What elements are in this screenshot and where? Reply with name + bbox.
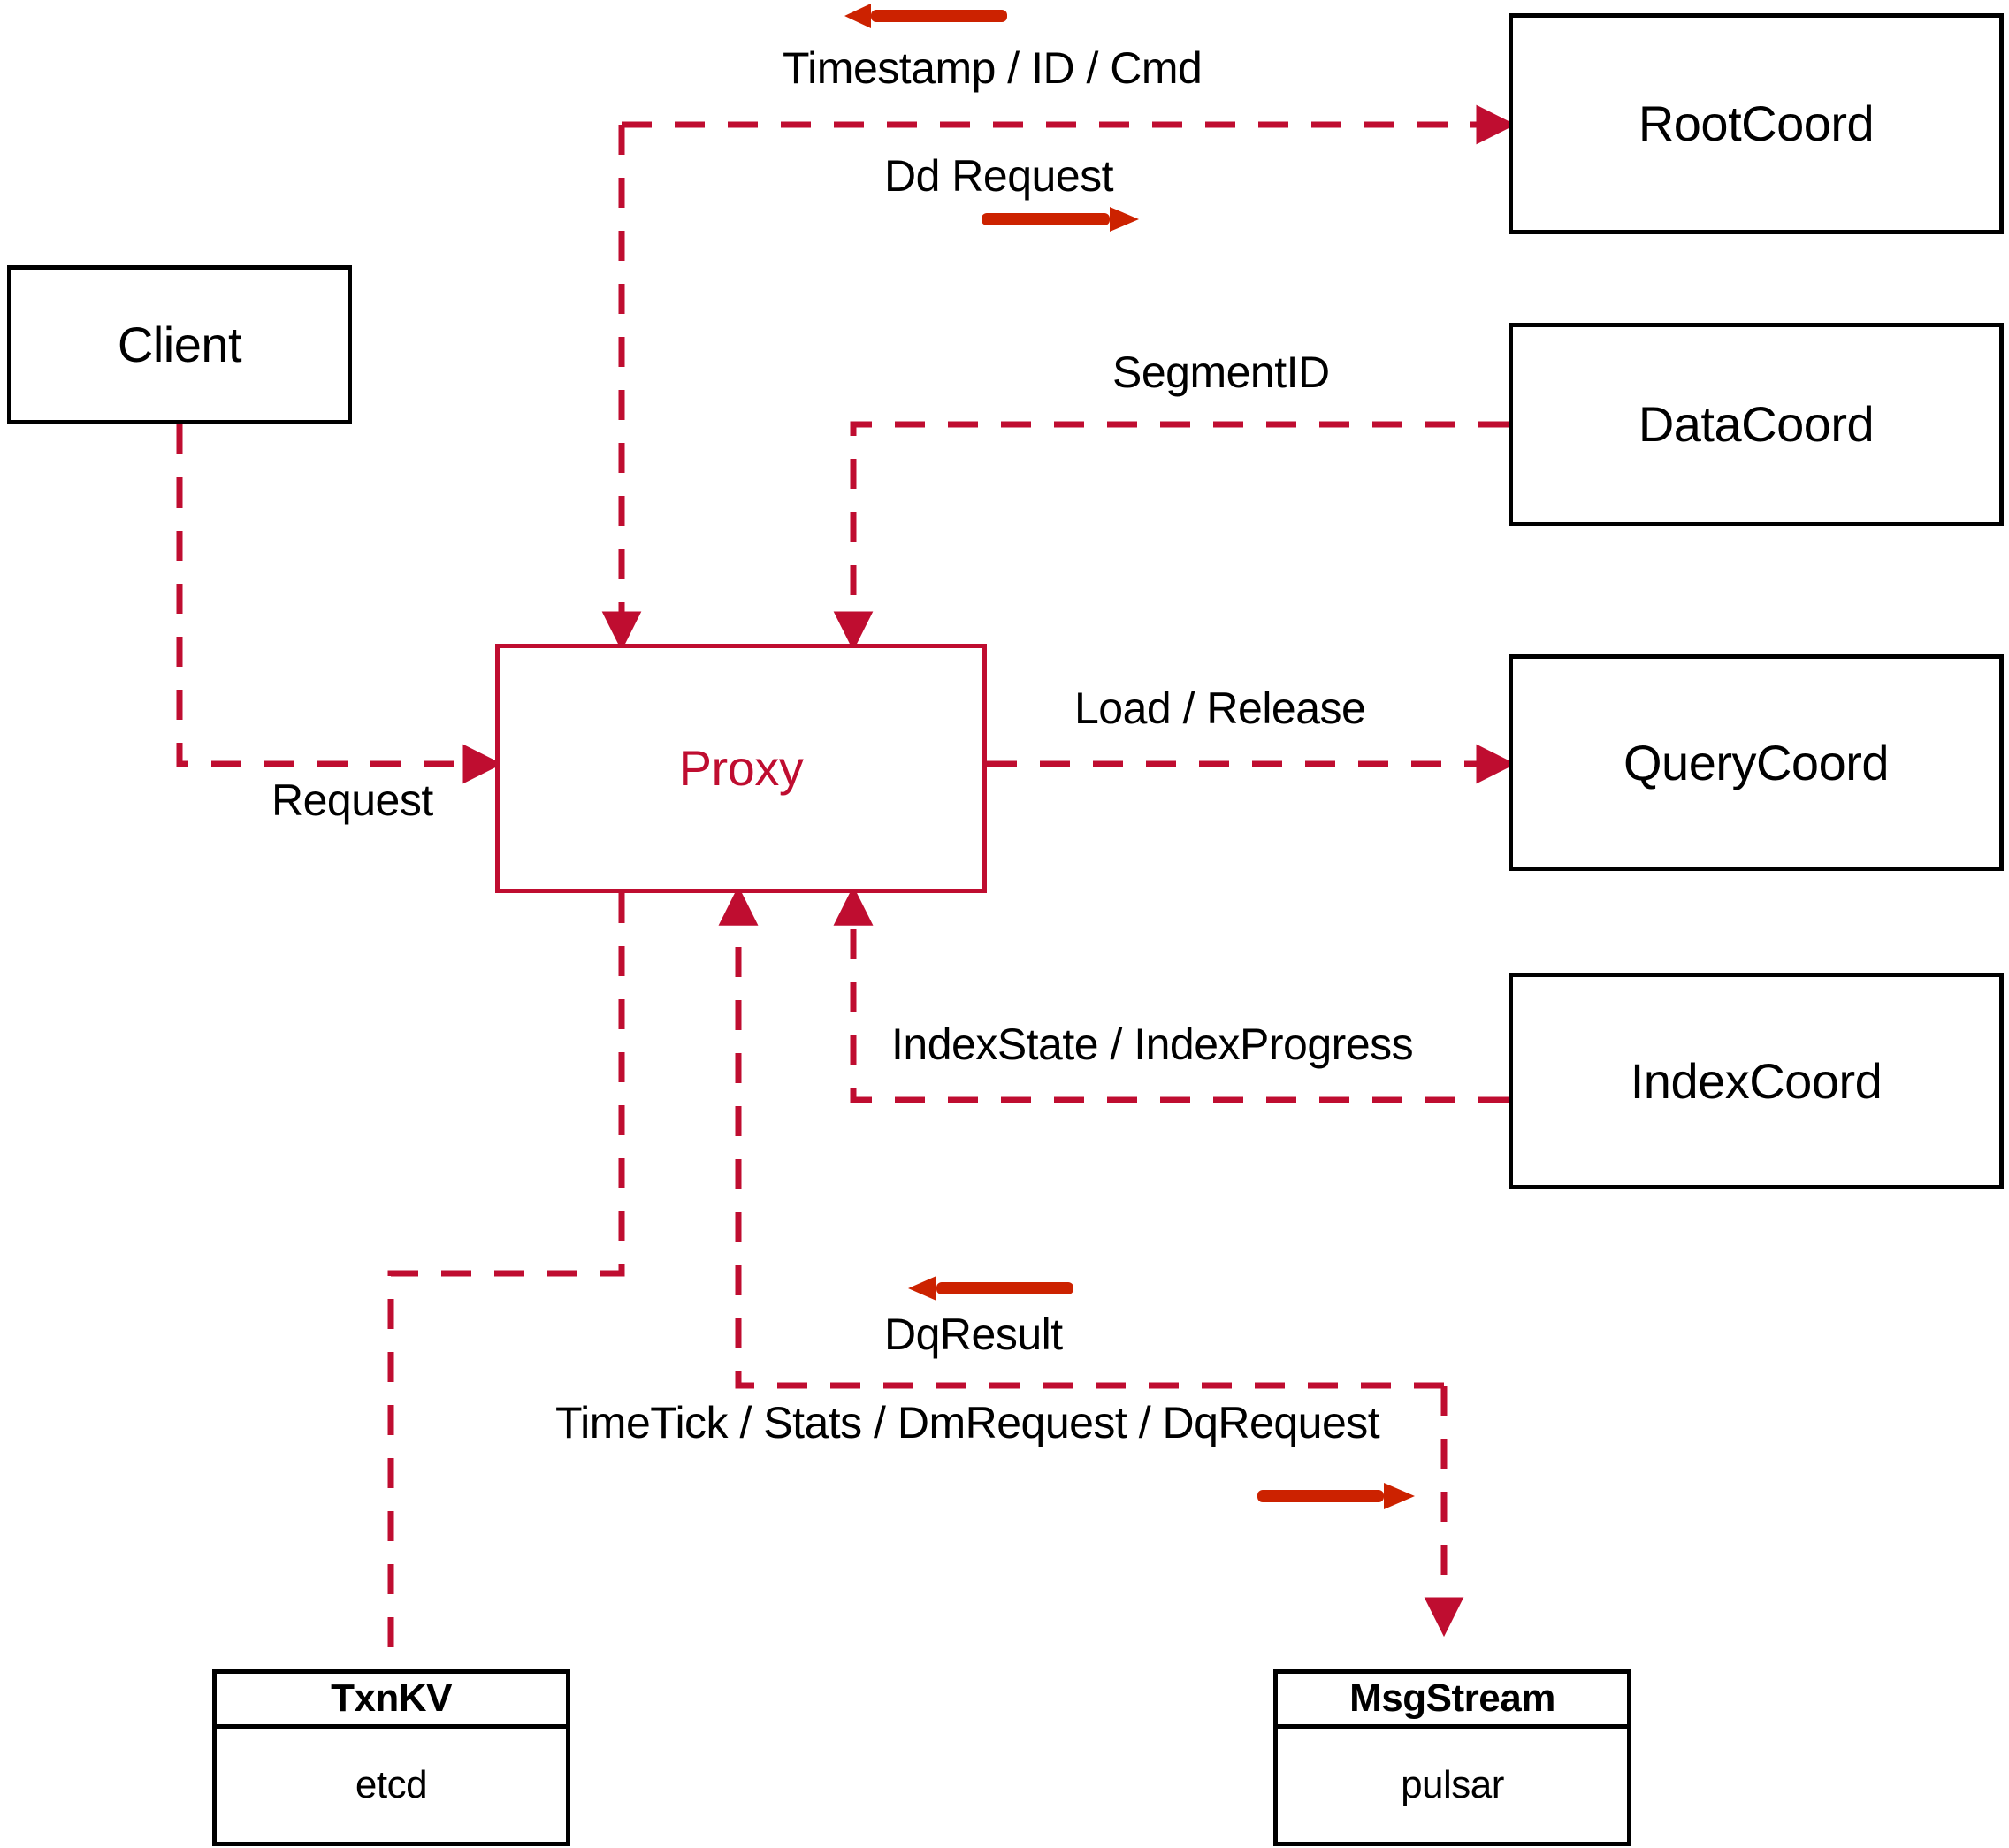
edge-datacoord-proxy [833,421,1509,652]
node-indexcoord[interactable]: IndexCoord [1509,973,2004,1189]
node-rootcoord[interactable]: RootCoord [1509,13,2004,234]
arrow-right-timetick [1257,1483,1415,1509]
edge-label-load-release: Load / Release [1074,683,1366,733]
node-datacoord-label: DataCoord [1638,396,1875,453]
arrow-left-dqresult [908,1276,1073,1301]
node-rootcoord-label: RootCoord [1638,95,1875,152]
edge-label-dq-result: DqResult [884,1310,1063,1359]
node-msgstream-impl-label: pulsar [1401,1762,1504,1806]
arrow-right-dd-request [982,207,1139,232]
edge-msgstream-proxy [718,885,1444,1389]
edge-label-segment-id: SegmentID [1112,347,1330,397]
node-client-label: Client [117,317,242,373]
node-msgstream-label: MsgStream [1349,1676,1555,1721]
edge-label-timestamp-id-cmd: Timestamp / ID / Cmd [783,43,1203,93]
node-txnkv-impl: etcd [217,1729,566,1842]
node-txnkv-impl-label: etcd [355,1762,428,1806]
node-txnkv-header: TxnKV [217,1674,566,1729]
node-querycoord[interactable]: QueryCoord [1509,654,2004,871]
node-txnkv-label: TxnKV [331,1676,452,1721]
arrow-left-timestamp [844,4,1007,28]
node-proxy[interactable]: Proxy [495,644,987,893]
node-msgstream-header: MsgStream [1278,1674,1627,1729]
edge-label-timetick-stats: TimeTick / Stats / DmRequest / DqRequest [555,1398,1380,1447]
edge-proxy-txnkv [387,893,625,1669]
edge-label-dd-request: Dd Request [884,151,1114,201]
node-msgstream[interactable]: MsgStream pulsar [1273,1669,1631,1846]
node-querycoord-label: QueryCoord [1623,734,1890,790]
node-msgstream-impl: pulsar [1278,1729,1627,1842]
edge-label-index-state-progress: IndexState / IndexProgress [891,1019,1414,1069]
node-indexcoord-label: IndexCoord [1630,1052,1883,1109]
edge-client-proxy [176,424,503,784]
node-datacoord[interactable]: DataCoord [1509,323,2004,526]
node-client[interactable]: Client [7,265,352,424]
node-txnkv[interactable]: TxnKV etcd [212,1669,570,1846]
node-proxy-label: Proxy [678,740,804,797]
edge-label-request: Request [271,775,433,825]
